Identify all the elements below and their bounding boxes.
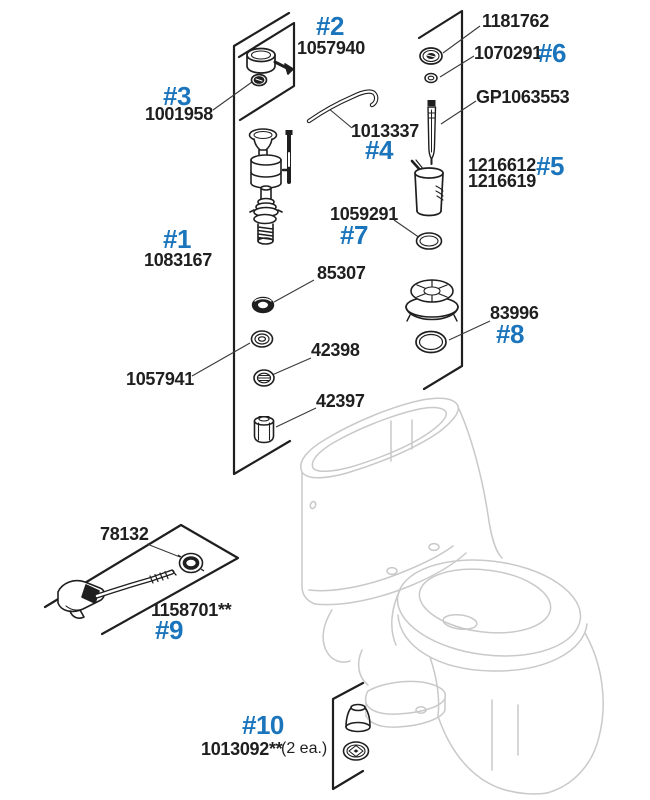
- panel-handle: [237, 21, 296, 122]
- toilet-drawing: [300, 397, 604, 795]
- refill-hose-drawing: [306, 89, 379, 124]
- tank-seal-1181762-drawing: [419, 47, 443, 65]
- valve-stem-gp1063553-drawing: [427, 100, 437, 165]
- coupling-nut-42397-drawing: [253, 415, 275, 444]
- part-ref-7[interactable]: #7: [340, 220, 368, 250]
- panel-outlines: [43, 9, 464, 791]
- part-number-83996: 83996: [490, 303, 539, 323]
- washer-42398-drawing: [253, 369, 275, 387]
- leader-lines: [146, 25, 491, 558]
- bolt-caps-drawing: [342, 703, 371, 761]
- part-number-42397: 42397: [316, 391, 365, 411]
- trip-lever-drawing: [57, 569, 177, 619]
- part-number-42398: 42398: [311, 340, 360, 360]
- part-ref-1[interactable]: #1: [163, 224, 191, 254]
- flush-seal-drawing: [405, 279, 459, 322]
- part-ref-4[interactable]: #4: [365, 135, 393, 165]
- part-number-1059291: 1059291: [330, 204, 398, 224]
- part-number-1001958: 1001958: [145, 104, 213, 124]
- handle-drawing: [246, 47, 294, 87]
- panel-flush-valve: [417, 9, 464, 391]
- canister-drawing: [410, 159, 444, 217]
- part-number-85307: 85307: [317, 263, 366, 283]
- panel-fill-valve: [232, 11, 292, 476]
- part-number-1158701: 1158701**: [151, 600, 232, 620]
- part-ref-9[interactable]: #9: [155, 615, 183, 645]
- part-number-1083167: 1083167: [144, 250, 212, 270]
- part-number-1216612: 1216612: [468, 155, 536, 175]
- part-number-1070291: 1070291: [474, 43, 542, 63]
- part-qty-1013092: (2 ea.): [281, 740, 328, 757]
- part-number-1013337: 1013337: [351, 121, 419, 141]
- part-ref-10[interactable]: #10: [242, 710, 284, 740]
- gasket-83996-drawing: [415, 330, 447, 354]
- part-ref-8[interactable]: #8: [496, 319, 524, 349]
- part-number-1057941: 1057941: [126, 369, 194, 389]
- part-number-gp1063553: GP1063553: [476, 87, 570, 107]
- part-number-1181762: 1181762: [482, 11, 549, 31]
- part-ref-5[interactable]: #5: [536, 151, 564, 181]
- panel-caps: [331, 681, 365, 791]
- oring-1059291-drawing: [415, 232, 443, 250]
- part-number-1216619: 1216619: [468, 171, 536, 191]
- oring-1070291-drawing: [424, 72, 438, 84]
- part-number-78132: 78132: [100, 524, 149, 544]
- part-ref-6[interactable]: #6: [538, 38, 566, 68]
- fill-valve-drawing: [248, 128, 293, 245]
- part-number-1057940: 1057940: [297, 38, 365, 58]
- washer-1057941-drawing: [250, 330, 274, 348]
- part-ref-2[interactable]: #2: [316, 11, 344, 41]
- part-number-1013092: 1013092**: [201, 739, 283, 759]
- grommet-78132-drawing: [177, 552, 205, 574]
- part-ref-3[interactable]: #3: [163, 81, 191, 111]
- washer-85307-drawing: [251, 296, 275, 314]
- panel-trip-lever: [43, 523, 240, 636]
